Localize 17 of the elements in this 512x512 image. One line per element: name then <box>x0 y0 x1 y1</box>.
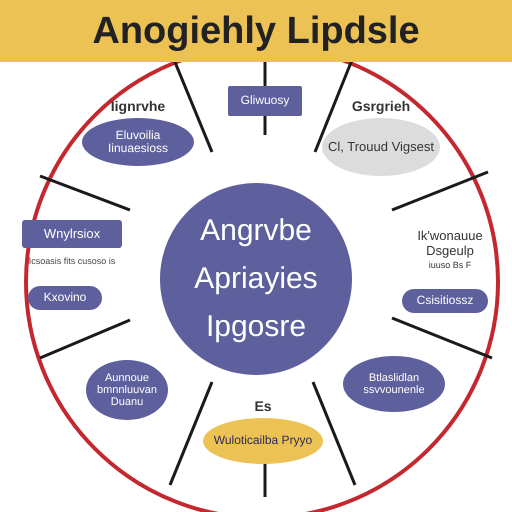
oval-node: Wuloticailba Pryyo <box>203 418 323 464</box>
heading-text: Es <box>254 398 272 414</box>
heading-text: Gsrgrieh <box>352 98 410 114</box>
caption-text: Icsoasis fits cusoso is <box>28 256 116 266</box>
oval-node: Aunnoue bmnnluuvan Duanu <box>86 360 168 420</box>
label-box: Wnylrsiox <box>22 220 122 248</box>
oval-node: Eluvoilia Iinuaesioss <box>82 118 194 166</box>
pill-node: Csisitiossz <box>402 289 488 313</box>
center-circle: Angrvbe Apriayies Ipgosre <box>160 183 352 375</box>
flag-label: Gliwuosy <box>228 86 302 116</box>
oval-node: Btlaslidlan ssvvounenle <box>343 356 445 412</box>
oval-node: Cl, Trouud Vigsest <box>322 118 440 176</box>
note-text: iuuso Bs F <box>428 260 472 270</box>
heading-text: Iignrvhe <box>110 98 166 114</box>
note-text: Ik'wonauue Dsgeulp <box>416 228 484 258</box>
title: Anogiehly Lipdsle <box>0 0 512 62</box>
pill-node: Kxovino <box>28 286 102 310</box>
